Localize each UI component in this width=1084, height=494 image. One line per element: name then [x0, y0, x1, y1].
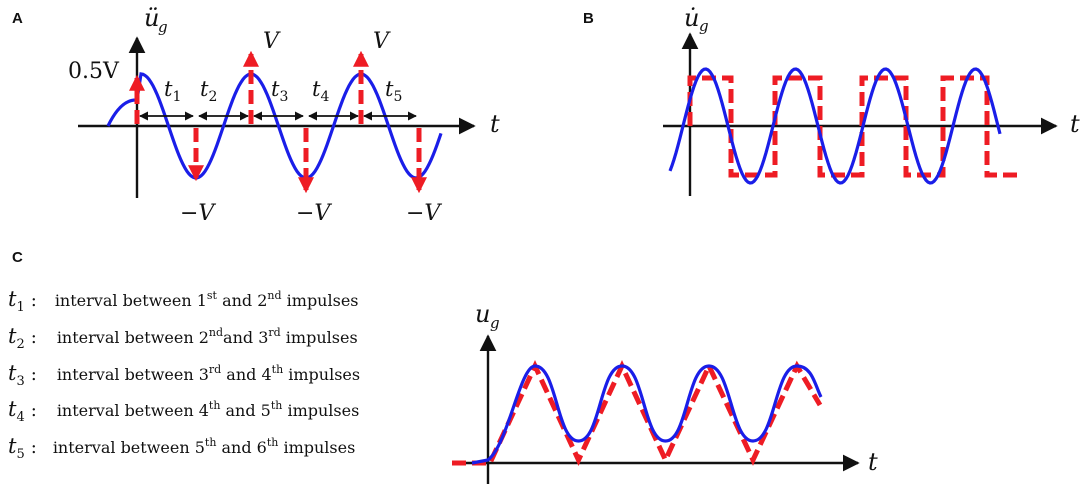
panel-c-x-label: t	[868, 448, 878, 476]
legend-row-4: t4:interval between 4th and 5th impulses	[8, 397, 359, 425]
legend-row-2: t2:interval between 2ndand 3rd impulses	[8, 324, 358, 352]
panel-a-y-sub: g	[158, 18, 168, 36]
impulse-label: −V	[406, 201, 442, 226]
impulse-label: −V	[296, 201, 332, 226]
panel-b-y-sub: g	[699, 17, 709, 35]
panel-c-label: C	[12, 249, 23, 266]
panel-a-y-label: ü	[144, 4, 159, 32]
panel-a-impulses	[128, 50, 428, 194]
legend-row-1: t1:interval between 1st and 2nd impulses	[8, 287, 359, 315]
legend-row-5: t5:interval between 5th and 6th impulses	[8, 434, 355, 462]
panel-c-y-label: u	[475, 300, 490, 328]
panel-a-interval-labels: t1 t2 t3 t4 t5	[164, 77, 402, 105]
impulse-label: 0.5V	[68, 59, 120, 84]
panel-b-x-label: t	[1070, 110, 1080, 138]
impulse-label: V	[373, 29, 391, 54]
interval-label: t3	[271, 77, 288, 105]
panel-b-velocity-wave	[668, 67, 1002, 185]
panel-c-y-sub: g	[490, 314, 500, 332]
interval-label: t2	[200, 77, 217, 105]
panel-a-label: A	[12, 10, 23, 27]
panel-c-legend: t1:interval between 1st and 2nd impulses…	[8, 287, 360, 462]
interval-label: t1	[164, 77, 181, 105]
panel-b: B u̇ g t	[583, 4, 1080, 196]
interval-label: t4	[312, 77, 329, 105]
panel-b-y-label: u̇	[684, 4, 699, 32]
panel-c: C t1:interval between 1st and 2nd impuls…	[8, 249, 878, 484]
impulse-label: V	[263, 29, 281, 54]
panel-b-label: B	[583, 10, 594, 27]
panel-a-acceleration-wave	[106, 72, 443, 180]
panel-a-x-label: t	[490, 110, 500, 138]
legend-row-3: t3:interval between 3rd and 4th impulses	[8, 361, 360, 389]
panel-a: A ü g t 0.5V V V −V −V −V	[12, 4, 500, 226]
panel-c-displacement-wave	[471, 364, 823, 465]
impulse-label: −V	[180, 201, 216, 226]
interval-label: t5	[385, 77, 402, 105]
